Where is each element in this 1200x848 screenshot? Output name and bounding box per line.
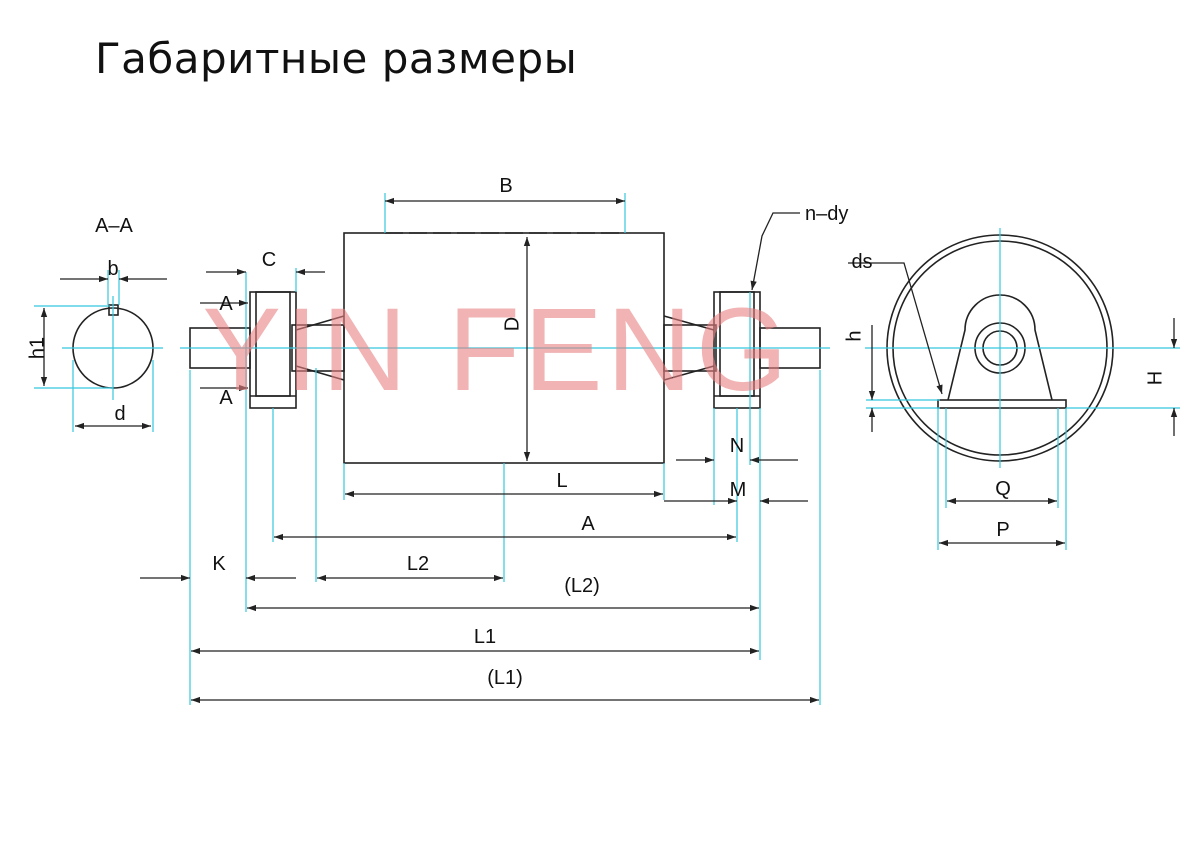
label-a: A — [581, 513, 595, 535]
section-arrow-a-top: A — [219, 293, 233, 315]
front-view — [140, 193, 830, 705]
label-ds: ds — [851, 251, 872, 273]
label-b-width: B — [499, 175, 512, 197]
label-h1: h1 — [26, 337, 48, 359]
label-h-height: H — [1144, 371, 1166, 385]
label-h: h — [843, 330, 865, 341]
label-p: P — [996, 519, 1009, 541]
left-hub-cone — [295, 315, 345, 381]
label-l1: L1 — [474, 626, 496, 648]
label-d: d — [114, 403, 125, 425]
label-m: M — [730, 479, 747, 501]
label-l2: L2 — [407, 553, 429, 575]
side-view — [848, 228, 1180, 550]
label-d-diameter: D — [501, 317, 523, 331]
bearing-base — [937, 399, 1067, 409]
label-n: N — [730, 435, 744, 457]
watermark: YIN FENG — [202, 284, 791, 416]
label-l2-ref: (L2) — [564, 575, 600, 597]
label-n-dy: n–dy — [805, 203, 848, 225]
section-view — [34, 270, 167, 432]
label-q: Q — [995, 478, 1011, 500]
label-l1-ref: (L1) — [487, 667, 523, 689]
section-arrow-a-bottom: A — [219, 387, 233, 409]
section-label: A–A — [95, 215, 133, 237]
label-l: L — [556, 470, 567, 492]
page-title: Габаритные размеры — [95, 34, 578, 83]
label-b: b — [107, 258, 118, 280]
right-hub-cone — [663, 315, 715, 381]
label-k: K — [212, 553, 226, 575]
label-c: C — [262, 249, 276, 271]
